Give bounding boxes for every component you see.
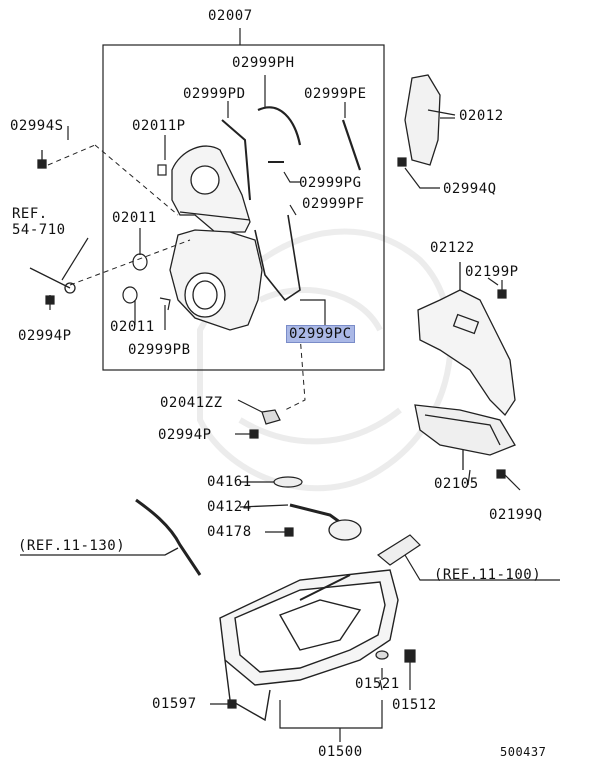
timing-cover-upper xyxy=(171,145,251,233)
label-04161[interactable]: 04161 xyxy=(207,474,252,490)
leader-01500 xyxy=(279,700,383,742)
label-01597[interactable]: 01597 xyxy=(152,696,197,712)
group-box-02007 xyxy=(102,44,385,371)
washer-01521 xyxy=(375,650,389,680)
bolt-02199Q xyxy=(496,469,521,491)
label-02011-a[interactable]: 02011 xyxy=(112,210,157,226)
label-01500[interactable]: 01500 xyxy=(318,744,363,760)
label-ref-11-130[interactable]: (REF.11-130) xyxy=(18,538,126,554)
gasket-04161 xyxy=(240,476,303,488)
label-02999PC-highlighted[interactable]: 02999PC xyxy=(286,325,355,343)
bolt-02199P xyxy=(497,280,507,299)
part-02011P xyxy=(157,164,167,176)
plate-02105 xyxy=(414,404,516,470)
label-02199P[interactable]: 02199P xyxy=(465,264,519,280)
label-ref-11-100[interactable]: (REF.11-100) xyxy=(434,567,542,583)
label-02994Q[interactable]: 02994Q xyxy=(443,181,497,197)
part-02011-a xyxy=(132,253,148,271)
label-02999PG[interactable]: 02999PG xyxy=(299,175,362,191)
label-ref-54: REF. xyxy=(12,206,48,222)
bolt-02994Q xyxy=(397,157,440,189)
bracket-02012 xyxy=(404,74,456,166)
label-02041ZZ[interactable]: 02041ZZ xyxy=(160,395,223,411)
label-02011P[interactable]: 02011P xyxy=(132,118,186,134)
label-01512[interactable]: 01512 xyxy=(392,697,437,713)
label-02199Q[interactable]: 02199Q xyxy=(489,507,543,523)
cover-02122 xyxy=(417,262,516,417)
oil-pan-01500 xyxy=(219,569,399,722)
timing-cover-lower xyxy=(169,229,263,331)
label-01521[interactable]: 01521 xyxy=(355,676,400,692)
label-02999PB[interactable]: 02999PB xyxy=(128,342,191,358)
gasket-02999PD xyxy=(221,119,251,201)
label-02999PD[interactable]: 02999PD xyxy=(183,86,246,102)
part-02011-b xyxy=(122,286,138,304)
gasket-02999PE xyxy=(341,119,362,171)
gasket-02999PH xyxy=(257,106,302,146)
clip-02041ZZ xyxy=(261,409,281,425)
label-04124[interactable]: 04124 xyxy=(207,499,252,515)
label-ref-54-710[interactable]: 54-710 xyxy=(12,222,66,238)
label-02994P-top[interactable]: 02994P xyxy=(18,328,72,344)
label-02999PF[interactable]: 02999PF xyxy=(302,196,365,212)
label-02122[interactable]: 02122 xyxy=(430,240,475,256)
label-02994P-mid[interactable]: 02994P xyxy=(158,427,212,443)
bolt-02994S xyxy=(37,150,47,169)
drain-plug-01512 xyxy=(404,649,416,690)
label-02994S[interactable]: 02994S xyxy=(10,118,64,134)
gasket-02999PF xyxy=(254,214,301,302)
label-02012[interactable]: 02012 xyxy=(459,108,504,124)
stud-bolt-ref xyxy=(29,267,76,294)
strainer-04124 xyxy=(239,503,362,541)
oil-level-sensor xyxy=(376,534,560,581)
part-02999PB xyxy=(159,297,171,311)
dipstick-tube xyxy=(20,498,202,576)
label-02999PH[interactable]: 02999PH xyxy=(232,55,295,71)
bolt-01597 xyxy=(210,699,237,709)
bolt-04178 xyxy=(265,527,294,537)
label-04178[interactable]: 04178 xyxy=(207,524,252,540)
label-02011-b[interactable]: 02011 xyxy=(110,319,155,335)
label-02007[interactable]: 02007 xyxy=(208,8,253,24)
label-02999PE[interactable]: 02999PE xyxy=(304,86,367,102)
bolt-02994P-mid xyxy=(235,429,259,439)
bolt-02994P-top xyxy=(45,295,55,310)
label-02105[interactable]: 02105 xyxy=(434,476,479,492)
diagram-number: 500437 xyxy=(500,745,547,759)
